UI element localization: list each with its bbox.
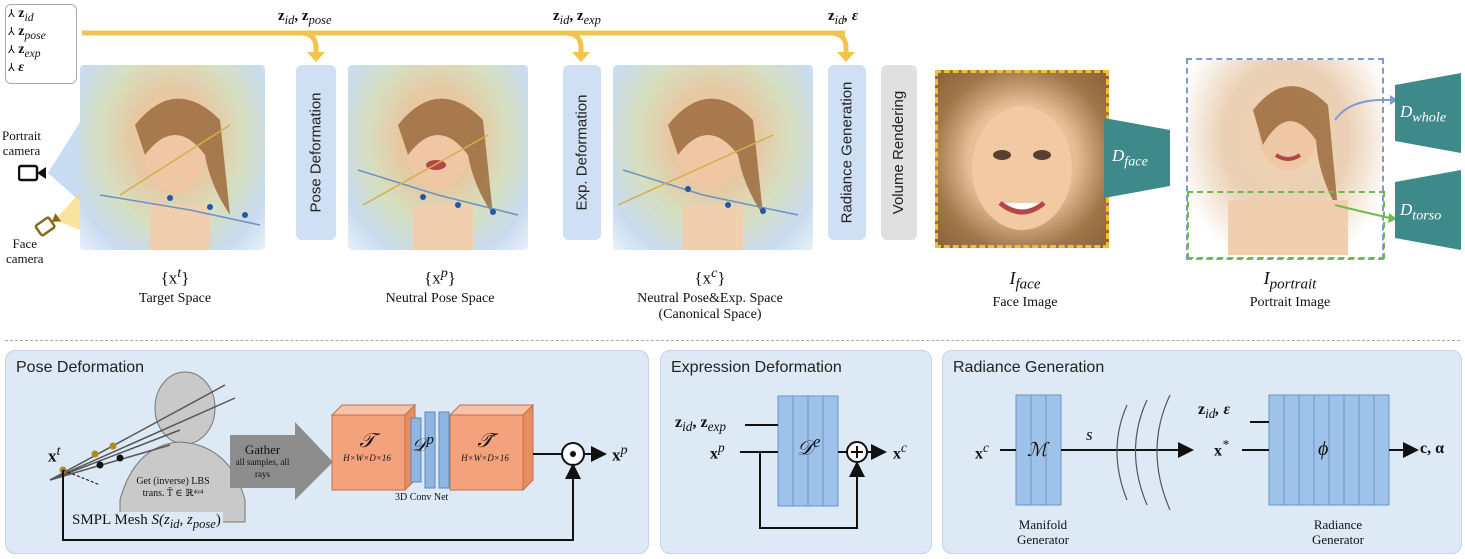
volume-rendering-stage: Volume Rendering xyxy=(881,65,917,240)
torso-discriminator xyxy=(1395,170,1461,250)
phi-label: ϕ xyxy=(1318,438,1329,460)
exp-xp-label: xp xyxy=(710,440,725,463)
face-discriminator xyxy=(1104,118,1170,198)
pose-xp-label: xp xyxy=(612,442,628,465)
radiance-generation-stage: Radiance Generation xyxy=(828,65,866,240)
rad-output-label: c, α xyxy=(1420,440,1445,457)
pose-panel-title: Pose Deformation xyxy=(16,359,145,376)
flow-label-pose: zid, zpose xyxy=(278,8,332,27)
dp-label: 𝒟p xyxy=(412,432,434,455)
whole-region-border xyxy=(1186,58,1384,260)
smpl-mesh-label: SMPL Mesh S(zid, zpose) xyxy=(70,512,223,532)
latent-z-exp: ⅄ zexp xyxy=(8,42,41,60)
latent-z-id: ⅄ zid xyxy=(8,6,34,24)
expression-panel-drawing xyxy=(740,395,887,529)
face-image xyxy=(935,70,1109,248)
s-label: s xyxy=(1086,425,1093,444)
section-divider xyxy=(5,340,1460,341)
face-camera-icon xyxy=(34,213,62,237)
canonical-space-image xyxy=(613,65,813,250)
pose-xt-label: xt xyxy=(48,443,61,466)
exp-deformation-stage: Exp. Deformation xyxy=(563,65,601,240)
d-face-label: Dface xyxy=(1112,146,1148,170)
radiance-panel-drawing xyxy=(1000,394,1419,511)
d-torso-label: Dtorso xyxy=(1400,200,1442,224)
conv-net-label: 3D Conv Net xyxy=(395,492,449,503)
discriminator-arrows xyxy=(1334,95,1398,223)
torso-region-border xyxy=(1187,191,1385,259)
latent-legend xyxy=(5,4,77,84)
target-space-caption: {xt} Target Space xyxy=(138,265,212,306)
exp-xc-label: xc xyxy=(893,440,907,463)
d-whole-label: Dwhole xyxy=(1400,102,1447,126)
latent-epsilon: ⅄ ε xyxy=(8,60,24,75)
latent-flow-arrow xyxy=(82,30,855,62)
flow-label-radiance: zid, ε xyxy=(828,8,859,27)
exp-z-label: zid, zexp xyxy=(675,414,727,435)
t-bar-volume-label: 𝒯̄ H×W×D×16 xyxy=(461,430,509,463)
portrait-camera-icon xyxy=(18,164,46,182)
neutral-pose-space-image xyxy=(348,65,528,250)
rad-xc-label: xc xyxy=(975,440,989,463)
whole-discriminator xyxy=(1395,73,1461,153)
m-label: ℳ xyxy=(1027,440,1048,461)
portrait-image xyxy=(1188,60,1383,255)
gather-label: Gather all samples, all rays xyxy=(235,442,290,479)
canonical-space-caption: {xc} Neutral Pose&Exp. Space (Canonical … xyxy=(637,265,783,322)
flow-label-exp: zid, zexp xyxy=(553,8,601,27)
rad-xstar-label: x* xyxy=(1214,437,1229,460)
pose-deformation-stage: Pose Deformation xyxy=(296,65,336,240)
portrait-image-caption: Iportrait Portrait Image xyxy=(1249,268,1331,310)
face-image-caption: Iface Face Image xyxy=(992,268,1058,310)
pose-panel-drawing xyxy=(49,371,607,541)
rad-z-label: zid, ε xyxy=(1198,401,1231,422)
de-label: 𝒟e xyxy=(797,432,821,460)
radiance-panel-title: Radiance Generation xyxy=(953,359,1105,376)
target-space-image xyxy=(80,65,265,250)
latent-z-pose: ⅄ zpose xyxy=(8,24,46,42)
neutral-pose-caption: {xp} Neutral Pose Space xyxy=(385,265,495,306)
t-volume-label: 𝒯 H×W×D×16 xyxy=(343,430,391,463)
expression-panel-title: Expression Deformation xyxy=(671,359,842,376)
